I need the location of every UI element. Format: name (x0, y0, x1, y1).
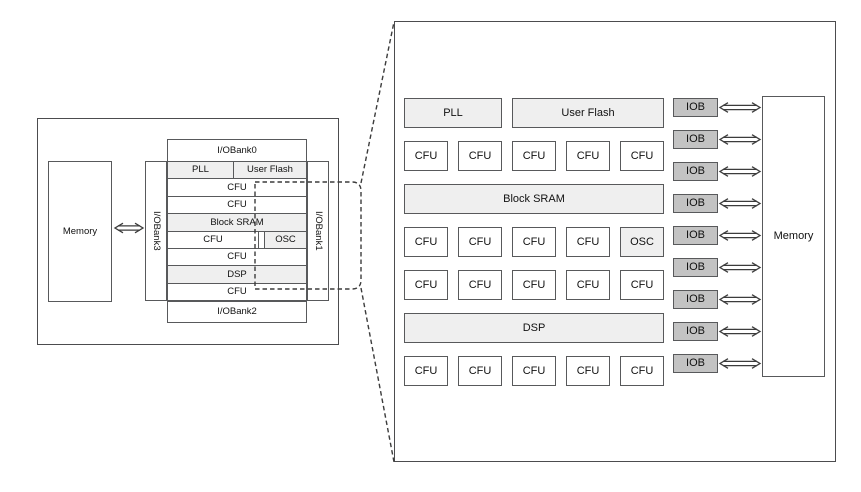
detail-dsp-box: DSP (404, 313, 664, 343)
detail-osc-box: OSC (620, 227, 664, 257)
detail-cfu-box: CFU (458, 270, 502, 300)
detail-cfu-box: CFU (620, 270, 664, 300)
overview-cfu-osc-row: CFU OSC (168, 231, 306, 249)
detail-iob-box: IOB (673, 98, 718, 117)
detail-iob-box: IOB (673, 258, 718, 277)
detail-cfu-box: CFU (512, 141, 556, 171)
overview-cfu-row: CFU (168, 197, 306, 215)
detail-cfu-box: CFU (458, 141, 502, 171)
detail-iob-box: IOB (673, 354, 718, 373)
fabric-row-pll-userflash: PLL User Flash (168, 162, 306, 180)
detail-iob-box: IOB (673, 130, 718, 149)
detail-iob-box: IOB (673, 226, 718, 245)
detail-userflash-box: User Flash (512, 98, 664, 128)
detail-iob-box: IOB (673, 322, 718, 341)
detail-cfu-box: CFU (404, 356, 448, 386)
iobank1-strip: I/OBank1 (307, 161, 329, 301)
zoom-projection-line-bottom (360, 287, 395, 463)
overview-cfu-row: CFU (168, 179, 306, 197)
detail-cfu-box: CFU (566, 356, 610, 386)
detail-blocksram-box: Block SRAM (404, 184, 664, 214)
detail-iob-box: IOB (673, 194, 718, 213)
detail-cfu-box: CFU (620, 356, 664, 386)
overview-osc-box: OSC (264, 231, 306, 248)
overview-memory-box: Memory (48, 161, 112, 302)
detail-iob-box: IOB (673, 162, 718, 181)
detail-cfu-box: CFU (512, 270, 556, 300)
detail-cfu-box: CFU (566, 270, 610, 300)
detail-cfu-box: CFU (512, 356, 556, 386)
detail-cfu-box: CFU (566, 227, 610, 257)
chip-detail-outline (394, 21, 836, 462)
detail-pll-box: PLL (404, 98, 502, 128)
overview-dsp-row: DSP (168, 266, 306, 284)
overview-blocksram-row: Block SRAM (168, 214, 306, 232)
overview-cfu-box: CFU (168, 231, 259, 248)
detail-cfu-box: CFU (458, 227, 502, 257)
detail-cfu-box: CFU (404, 227, 448, 257)
detail-cfu-box: CFU (512, 227, 556, 257)
detail-cfu-box: CFU (404, 270, 448, 300)
iobank0-strip: I/OBank0 (167, 139, 307, 162)
iobank3-strip: I/OBank3 (145, 161, 167, 301)
overview-userflash-box: User Flash (233, 162, 306, 179)
zoom-projection-line-top (360, 21, 395, 184)
detail-cfu-box: CFU (566, 141, 610, 171)
detail-memory-box: Memory (762, 96, 825, 377)
overview-fabric-rows: PLL User Flash CFU CFU Block SRAM CFU OS… (167, 161, 307, 301)
detail-cfu-box: CFU (620, 141, 664, 171)
detail-cfu-box: CFU (404, 141, 448, 171)
detail-cfu-box: CFU (458, 356, 502, 386)
iobank2-strip: I/OBank2 (167, 301, 307, 323)
overview-pll-box: PLL (168, 162, 233, 179)
overview-cfu-row: CFU (168, 249, 306, 267)
detail-iob-box: IOB (673, 290, 718, 309)
overview-cfu-row: CFU (227, 286, 247, 298)
